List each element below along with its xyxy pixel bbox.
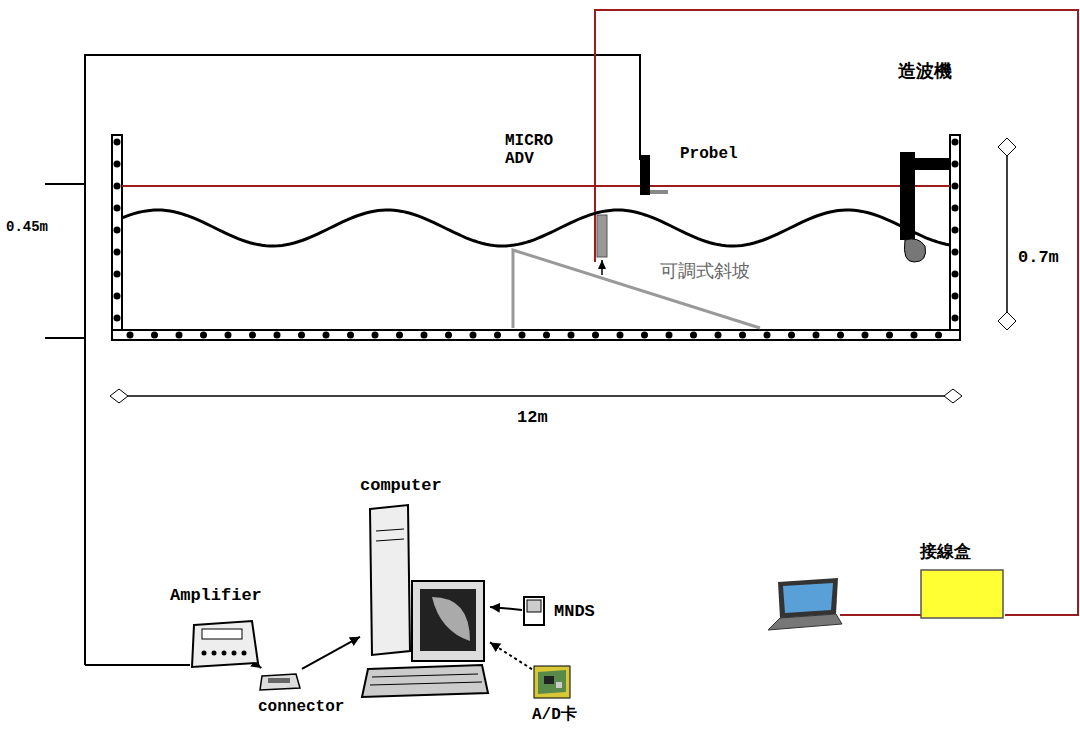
signal-arrow bbox=[260, 666, 261, 669]
icon-holder bbox=[920, 569, 1004, 619]
junction-box-icon bbox=[920, 569, 1004, 619]
icon-holder bbox=[188, 611, 262, 673]
instrument-label: MICRO ADV bbox=[505, 132, 565, 169]
icon-holder bbox=[360, 501, 490, 701]
junction-box: 接線盒 bbox=[920, 540, 1004, 619]
dimension-label: 0.7m bbox=[1018, 248, 1059, 268]
ad-card: A/D卡 bbox=[532, 664, 577, 725]
mnds-device: MNDS bbox=[522, 595, 595, 627]
node-label: Amplifier bbox=[170, 586, 262, 605]
icon-holder bbox=[258, 668, 344, 694]
node-label: 接線盒 bbox=[920, 540, 1004, 563]
dimension-label: 0.45m bbox=[6, 219, 48, 235]
connector-icon bbox=[258, 668, 302, 694]
ad-card-icon bbox=[532, 664, 572, 700]
icon-holder bbox=[532, 664, 577, 700]
amplifier-icon bbox=[188, 611, 260, 673]
node-label: A/D卡 bbox=[532, 704, 577, 725]
part-label: 可調式斜坡 bbox=[660, 262, 750, 283]
computer: computer bbox=[360, 476, 490, 701]
mnds-icon bbox=[522, 595, 546, 627]
node-label: connector bbox=[258, 698, 344, 716]
node-label: computer bbox=[360, 476, 490, 495]
icon-holder bbox=[522, 595, 546, 627]
node-label: MNDS bbox=[554, 602, 595, 621]
amplifier: Amplifier bbox=[170, 586, 262, 673]
instrument-label: 造波機 bbox=[898, 62, 952, 83]
signal-arrow bbox=[302, 637, 360, 669]
connector: connector bbox=[258, 668, 344, 716]
instrument-label: Probel bbox=[680, 145, 738, 163]
computer-icon bbox=[360, 501, 490, 701]
signal-arrow bbox=[490, 607, 522, 610]
signal-arrow bbox=[490, 642, 532, 669]
dimension-label: 12m bbox=[517, 408, 548, 428]
